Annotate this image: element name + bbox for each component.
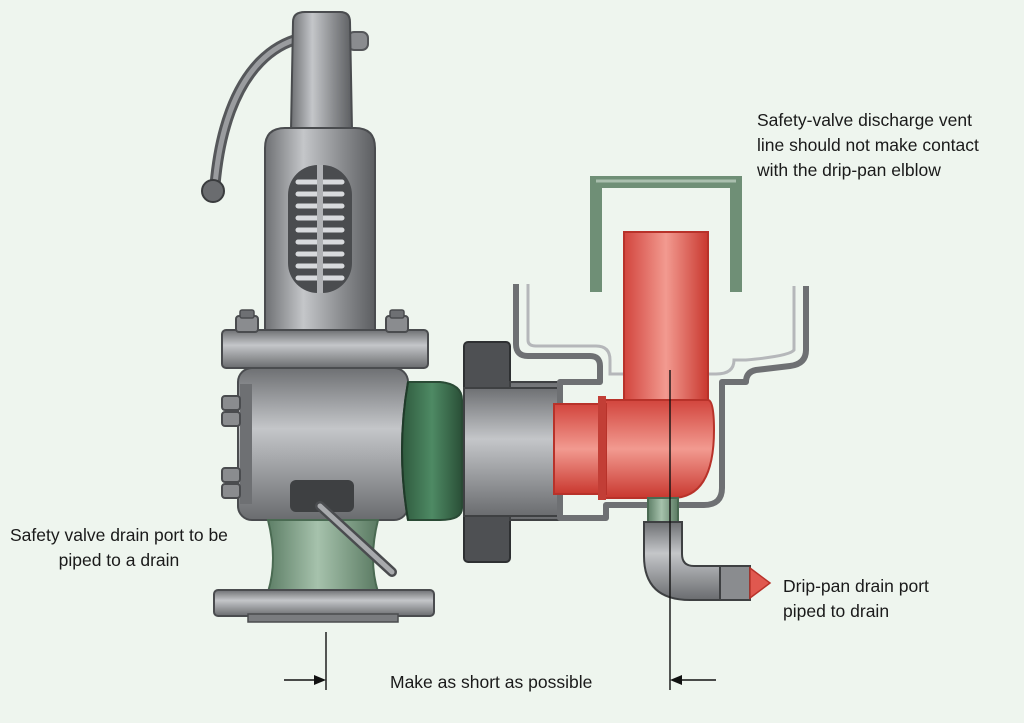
valve-drain-pipe [315, 501, 397, 577]
discharge-flange [463, 341, 561, 563]
drip-pan [590, 176, 742, 292]
drip-pan-drain-pipe [643, 497, 772, 601]
vent-line-label-line-3: with the drip-pan elblow [757, 160, 941, 180]
drip-pan-elbow [513, 284, 809, 521]
vent-line-label-line-1: Safety-valve discharge vent [757, 110, 972, 130]
drip-pan-drain-label-line-2: piped to drain [783, 601, 890, 621]
inlet-neck [266, 519, 380, 593]
dimension-label: Make as short as possible [390, 672, 593, 692]
valve-body [221, 367, 409, 521]
drip-pan-drain-label: Drip-pan drain port piped to drain [783, 574, 929, 624]
drip-pan-drain-label-line-1: Drip-pan drain port [783, 576, 929, 596]
bonnet-flange [221, 309, 429, 369]
valve-drain-label-line-2: piped to a drain [58, 550, 180, 570]
outlet-nozzle [401, 381, 463, 521]
discharge-vent-line [553, 231, 716, 500]
side-bolts [221, 395, 241, 499]
inlet-flange [213, 589, 435, 623]
valve-drain-label-line-1: Safety valve drain port to be [10, 525, 228, 545]
vent-line-label-line-2: line should not make contact [757, 135, 979, 155]
dimension-lines [284, 370, 716, 690]
valve-cap [289, 11, 354, 131]
valve-drain-label: Safety valve drain port to be piped to a… [10, 523, 228, 573]
vent-line-label: Safety-valve discharge vent line should … [757, 108, 979, 183]
valve-bonnet [264, 127, 376, 331]
